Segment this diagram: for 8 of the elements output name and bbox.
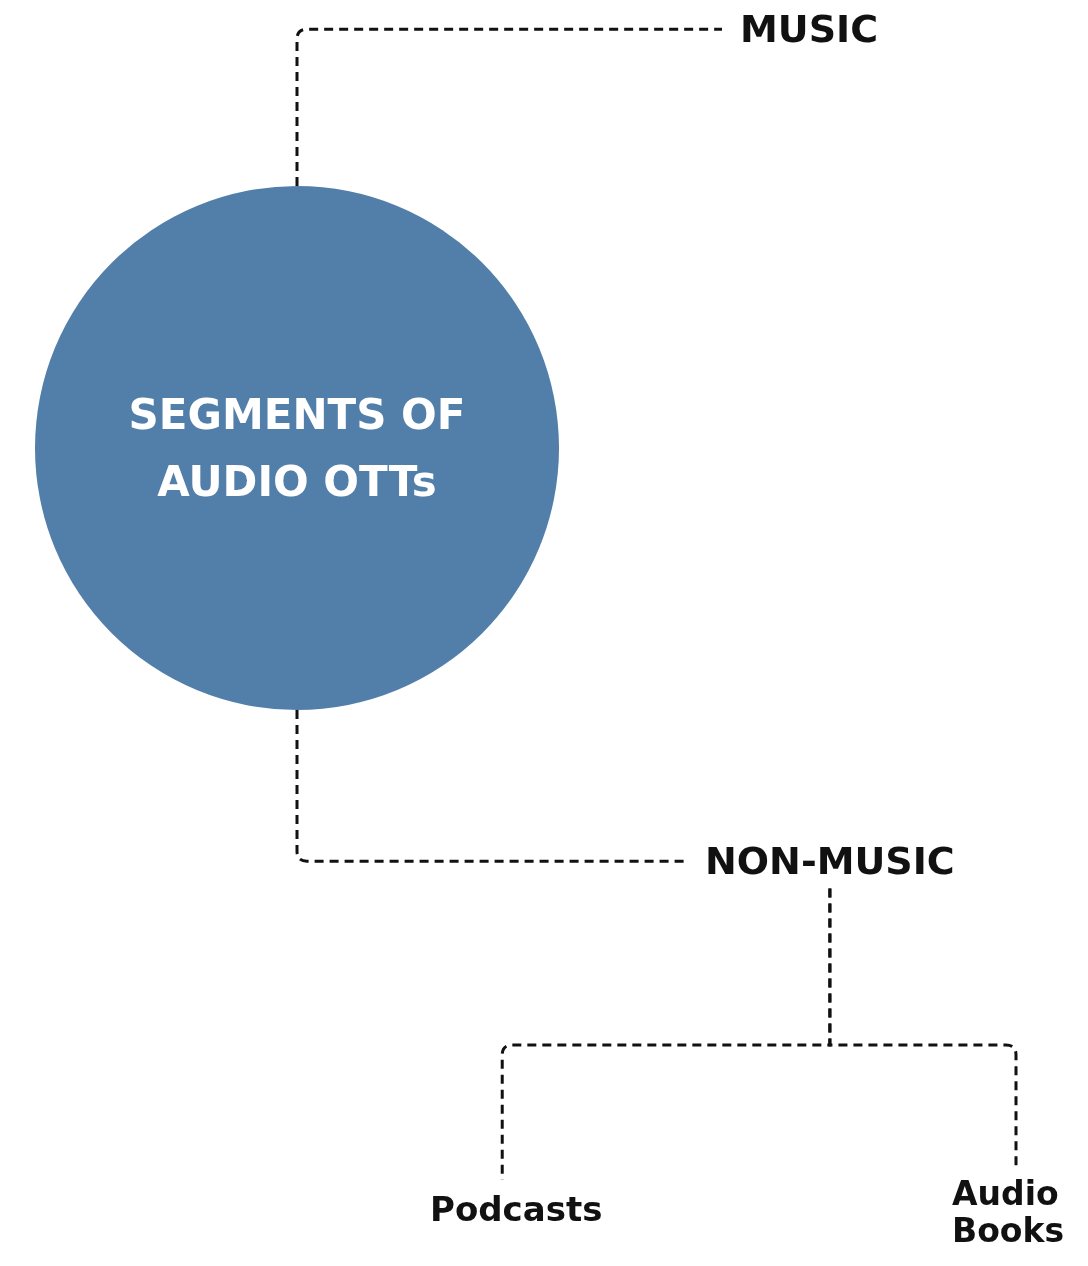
connector-line [295, 27, 722, 186]
category-label: NON-MUSIC [705, 840, 955, 883]
category-label: Audio Books [952, 1176, 1080, 1250]
category-label: Podcasts [430, 1190, 603, 1229]
circle-title: SEGMENTS OF AUDIO OTTs [127, 388, 467, 508]
connector-line [295, 710, 687, 863]
category-label: MUSIC [740, 8, 879, 51]
connector-line [828, 888, 1018, 1166]
